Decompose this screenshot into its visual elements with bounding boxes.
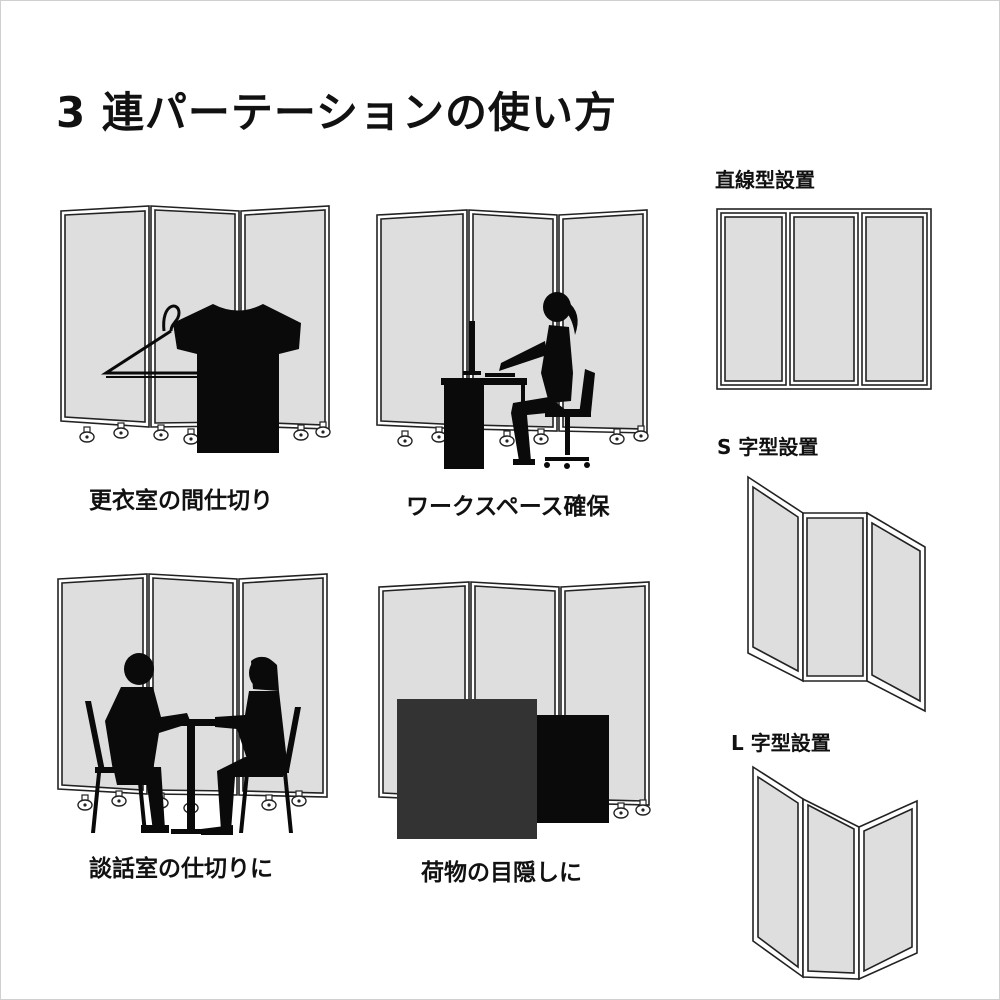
- desk-icon: [441, 378, 527, 469]
- box-small-icon: [537, 715, 609, 823]
- scene-lounge: [57, 573, 328, 835]
- scene-luggage: [378, 581, 651, 839]
- layout-straight-diagram: [716, 208, 932, 390]
- partition-panels: [376, 209, 648, 434]
- layout-label-straight: 直線型設置: [715, 168, 815, 192]
- person-sitting-icon: [499, 292, 578, 465]
- chair-icon: [544, 369, 595, 469]
- monitor-icon: [463, 321, 515, 377]
- box-large-icon: [397, 699, 537, 839]
- layout-s-diagram: [747, 475, 926, 713]
- table-icon: [143, 719, 243, 834]
- chair-icon: [239, 707, 301, 833]
- caption-lounge: 談話室の仕切りに: [89, 856, 273, 882]
- caption-workspace: ワークスペース確保: [406, 494, 610, 520]
- page-title: 3 連パーテーションの使い方: [56, 88, 618, 137]
- person-man-icon: [105, 653, 191, 833]
- hanger-icon: [100, 304, 201, 378]
- scene-changing-room: [60, 205, 331, 453]
- shirt-icon: [173, 304, 301, 453]
- layout-label-s: S 字型設置: [717, 435, 819, 459]
- person-woman-icon: [201, 656, 287, 835]
- chair-icon: [85, 701, 147, 833]
- layout-label-l: L 字型設置: [731, 731, 831, 755]
- layout-l-diagram: [752, 765, 918, 981]
- caption-changing-room: 更衣室の間仕切り: [89, 488, 273, 514]
- scene-workspace: [376, 209, 649, 469]
- caption-luggage: 荷物の目隠しに: [421, 860, 582, 886]
